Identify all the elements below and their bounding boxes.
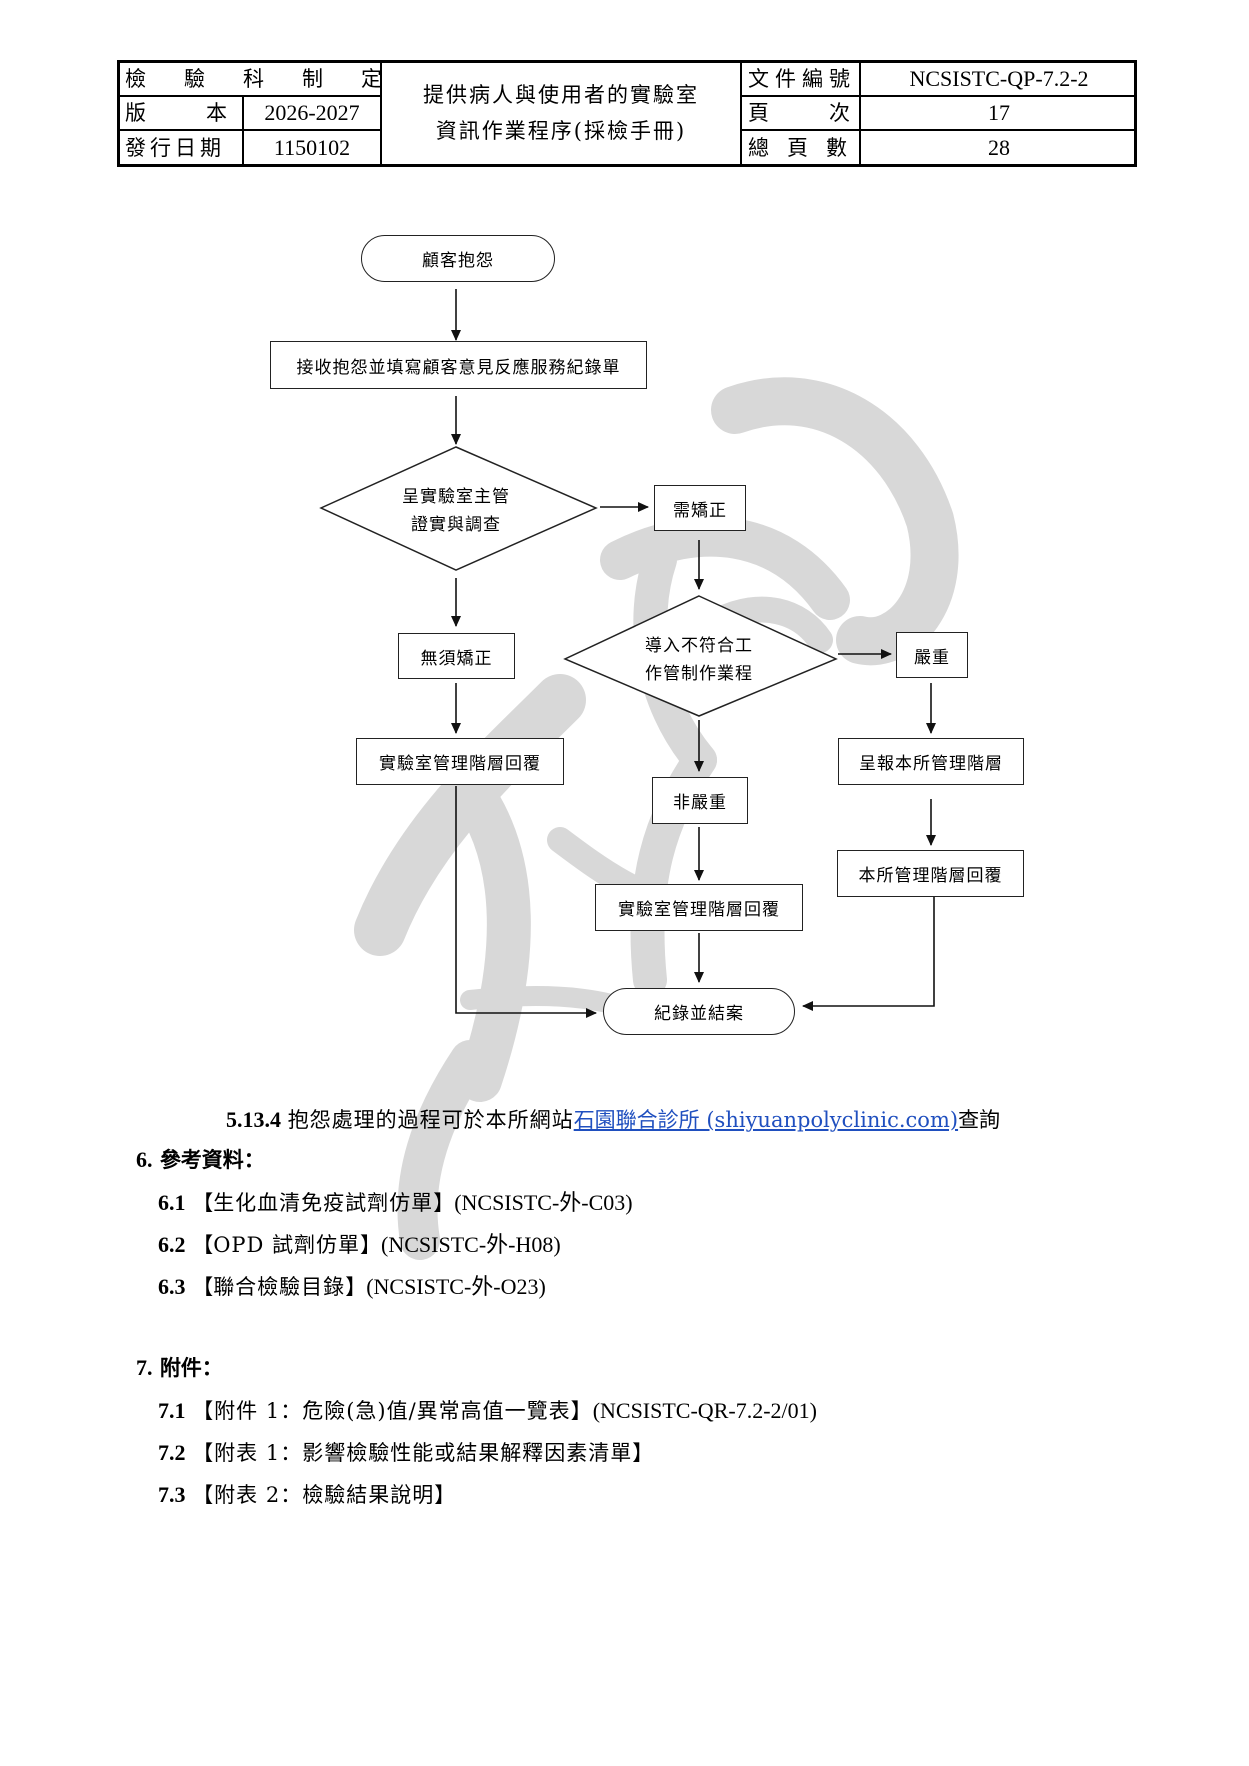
flow-report-mgmt-box: 呈報本所管理階層	[838, 738, 1024, 785]
flow-receive-box: 接收抱怨並填寫顧客意見反應服務紀錄單	[270, 341, 647, 389]
website-link[interactable]: 石園聯合診所 (shiyuanpolyclinic.com)	[573, 1108, 959, 1132]
diamond-verify	[319, 446, 598, 571]
flow-end-pill: 紀錄並結案	[603, 988, 795, 1035]
section-number: 5.13.4	[226, 1107, 281, 1132]
section-7-number: 7.	[136, 1355, 153, 1380]
attachment-item: 7.2 【附表 1：影響檢驗性能或結果解釋因素清單】	[158, 1440, 655, 1465]
flow-nonconform-line1: 導入不符合工	[645, 636, 753, 656]
attachment-item: 7.1 【附件 1：危險(急)值/異常高值一覽表】(NCSISTC-QR-7.2…	[158, 1398, 817, 1423]
attachment-item: 7.3 【附表 2：檢驗結果說明】	[158, 1482, 457, 1507]
flow-nonconform-line2: 作管制作業程	[645, 664, 753, 684]
flow-severe-box: 嚴重	[896, 632, 968, 678]
flow-start-pill: 顧客抱怨	[361, 235, 555, 282]
flow-notsevere-box: 非嚴重	[652, 777, 748, 824]
section-7-heading: 7. 附件：	[136, 1355, 223, 1381]
version-value: 2026-2027	[264, 100, 360, 125]
doc-no-label: 文件編號	[748, 66, 856, 91]
reference-item: 6.1 【生化血清免疫試劑仿單】(NCSISTC-外-C03)	[158, 1190, 633, 1215]
reference-item: 6.3 【聯合檢驗目錄】(NCSISTC-外-O23)	[158, 1274, 546, 1299]
document-title-line2: 資訊作業程序(採檢手冊)	[435, 118, 687, 143]
total-pages-value: 28	[988, 135, 1010, 160]
page-value: 17	[988, 100, 1010, 125]
diamond-nonconform	[563, 595, 838, 717]
flow-nofix-box: 無須矯正	[398, 633, 515, 679]
arrow-mgmtreply-to-end	[802, 896, 935, 1011]
section-6-title: 參考資料：	[159, 1147, 265, 1172]
flow-lab-reply-center-box: 實驗室管理階層回覆	[595, 884, 803, 931]
flow-verify-line1: 呈實驗室主管	[402, 487, 510, 507]
section-6-number: 6.	[136, 1147, 153, 1172]
flow-verify-line2: 證實與調查	[411, 515, 501, 535]
section-tail: 查詢	[958, 1108, 1001, 1132]
total-pages-label: 總頁數	[748, 135, 865, 160]
section-5-13-4: 5.13.4 抱怨處理的過程可於本所網站石園聯合診所 (shiyuanpolyc…	[226, 1107, 1000, 1133]
document-title-line1: 提供病人與使用者的實驗室	[423, 82, 699, 107]
section-6-heading: 6. 參考資料：	[136, 1147, 265, 1173]
doc-no-value: NCSISTC-QP-7.2-2	[909, 66, 1089, 91]
section-7-title: 附件：	[159, 1355, 223, 1380]
made-by-label: 檢驗科制定	[125, 66, 420, 91]
issue-date-label: 發行日期	[125, 135, 225, 160]
issue-date-value: 1150102	[273, 135, 351, 160]
flow-mgmt-reply-box: 本所管理階層回覆	[837, 850, 1024, 897]
version-label: 版本	[125, 100, 287, 125]
document-header-table	[117, 60, 1137, 167]
arrow-left-labreply-to-end	[455, 786, 597, 1018]
section-text: 抱怨處理的過程可於本所網站	[287, 1108, 574, 1132]
page-label: 頁次	[748, 100, 910, 125]
flow-lab-reply-left-box: 實驗室管理階層回覆	[356, 738, 564, 785]
flow-needfix-box: 需矯正	[654, 485, 746, 531]
reference-item: 6.2 【OPD 試劑仿單】(NCSISTC-外-H08)	[158, 1232, 561, 1257]
